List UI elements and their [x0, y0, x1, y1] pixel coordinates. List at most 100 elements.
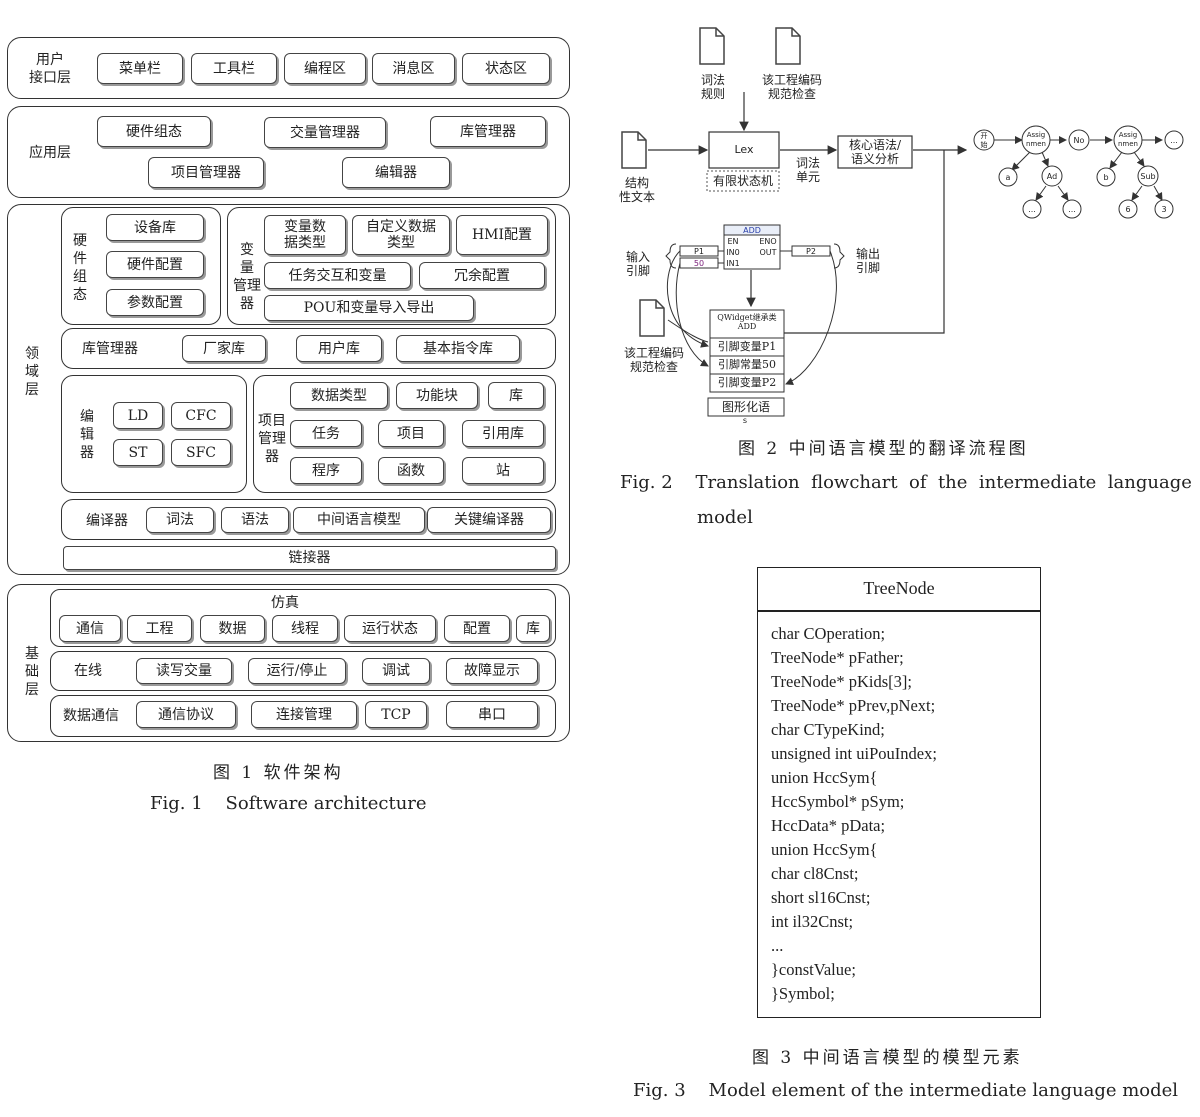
output-pin-label: 输出 引脚 [855, 247, 880, 275]
tree-node-no [1068, 129, 1090, 151]
editor-cfc: CFC [171, 402, 231, 429]
fig2-caption-en-line2: model [697, 507, 753, 528]
proj-ref-lib: 引用库 [462, 420, 544, 447]
field-line: char cl8Cnst; [771, 864, 859, 883]
ui-item-menubar: 菜单栏 [97, 53, 183, 84]
app-item-editor: 编辑器 [342, 157, 450, 188]
tree-assign-2-label: Assig nmen [1118, 131, 1138, 148]
compiler-syntax: 语法 [221, 507, 289, 533]
tree-add-label: Ad [1046, 172, 1058, 181]
online-rw-var: 读写交量 [136, 658, 232, 684]
compiler-key-compiler: 关键编译器 [427, 507, 551, 533]
proj-manager-label: 项目 管理 器 [258, 413, 286, 465]
field-line: }constValue; [771, 960, 856, 979]
lib-manager-label: 库管理器 [82, 341, 138, 357]
sim-thread: 线程 [272, 615, 338, 642]
treenode-title-divider [757, 610, 1041, 612]
proj-task: 任务 [290, 420, 362, 447]
compiler-intermediate-model: 中间语言模型 [293, 507, 425, 533]
field-line: }Symbol; [771, 984, 835, 1003]
hw-config-label: 硬 件 组 态 [73, 233, 87, 303]
tree-node-start [973, 129, 995, 151]
tree-node-add [1041, 165, 1063, 187]
ui-layer-label: 用户 接口层 [29, 52, 71, 86]
add-pin-in0: IN0 [726, 248, 740, 257]
fig1-caption-cn: 图 1 软件架构 [213, 763, 344, 783]
ui-item-toolbar: 工具栏 [191, 53, 277, 84]
qwidget-row-50: 引脚常量50 [718, 358, 776, 371]
tree-node-a [998, 167, 1018, 187]
graphic-lang-label: 图形化语 [721, 400, 770, 414]
tree-dots-2-label: ... [1068, 205, 1076, 214]
ui-item-programming: 编程区 [284, 53, 366, 84]
lib-vendor: 厂家库 [182, 335, 266, 362]
qwidget-row-p2: 引脚变量P2 [717, 376, 777, 389]
tree-node-b [1096, 167, 1116, 187]
treenode-class-box [757, 567, 1041, 1018]
fig2-connectors [621, 27, 1184, 417]
add-pin-eno: ENO [759, 237, 777, 246]
field-line: TreeNode* pPrev,pNext; [771, 696, 936, 715]
tree-b-label: b [1103, 173, 1109, 182]
lex-unit-label: 词法 单元 [795, 156, 820, 184]
add-block-title: ADD [743, 226, 761, 235]
field-line: char CTypeKind; [771, 720, 885, 739]
fig1-caption-en: Fig. 1 Software architecture [150, 793, 427, 814]
proj-function: 函数 [378, 457, 444, 484]
online-fault-display: 故障显示 [446, 658, 538, 684]
lib-user: 用户库 [296, 335, 382, 362]
tree-node-6 [1118, 199, 1138, 219]
proj-program: 程序 [290, 457, 362, 484]
doc-icon-code-check-top [775, 27, 801, 65]
field-line: HccData* pData; [771, 816, 886, 835]
proj-datatype: 数据类型 [290, 382, 388, 409]
field-line: char COperation; [771, 624, 886, 643]
proj-station: 站 [462, 457, 544, 484]
hw-hardware-config: 硬件配置 [106, 251, 204, 278]
editor-st: ST [113, 439, 163, 466]
tree-node-dots-2 [1062, 199, 1082, 219]
struct-text-label: 结构 性文本 [618, 176, 655, 204]
comm-tcp: TCP [365, 701, 427, 728]
var-pou-import-export: POU和变量导入导出 [264, 295, 474, 321]
code-check-bottom-label: 该工程编码 规范检查 [623, 346, 684, 374]
sim-library: 库 [516, 615, 550, 642]
add-var-p2: P2 [806, 247, 816, 256]
app-item-hw-config: 硬件组态 [97, 116, 211, 147]
fig3-caption-cn: 图 3 中间语言模型的模型元素 [752, 1048, 1023, 1068]
add-var-p1: P1 [694, 247, 704, 256]
tree-node-sub [1137, 165, 1159, 187]
tree-start-label: 开 始 [980, 132, 988, 149]
proj-function-block: 功能块 [396, 382, 478, 409]
lex-box-label: Lex [734, 143, 754, 156]
fig2-caption-cn: 图 2 中间语言模型的翻译流程图 [738, 439, 1029, 459]
editor-sfc: SFC [171, 439, 231, 466]
input-pin-label: 输入 引脚 [625, 250, 650, 278]
field-line: unsigned int uiPouIndex; [771, 744, 937, 763]
tree-node-3 [1154, 199, 1174, 219]
fig2-caption-en-line1: Fig. 2 Translation flowchart of the inte… [620, 472, 1192, 493]
fsm-label: 有限状态机 [712, 174, 773, 188]
domain-layer-label: 领 域 层 [25, 346, 39, 398]
var-manager-label: 变 量 管理 器 [233, 242, 261, 312]
app-item-lib-manager: 库管理器 [430, 116, 546, 147]
ui-item-message: 消息区 [372, 53, 455, 84]
tree-node-end [1164, 130, 1184, 150]
tree-node-assign-1 [1021, 125, 1051, 155]
comm-protocol: 通信协议 [136, 701, 236, 728]
proj-project: 项目 [378, 420, 444, 447]
field-line: TreeNode* pFather; [771, 648, 904, 667]
editor-label: 编 辑 器 [80, 409, 94, 461]
treenode-title: TreeNode [863, 578, 935, 598]
editor-group [61, 375, 247, 493]
compiler-label: 编译器 [86, 513, 128, 529]
editor-ld: LD [113, 402, 163, 429]
comm-label: 数据通信 [63, 708, 119, 724]
qwidget-title: QWidget继承类 ADD [717, 313, 777, 331]
linker: 链接器 [63, 546, 556, 570]
field-line: union HccSym{ [771, 768, 878, 787]
fig3-caption-en: Fig. 3 Model element of the intermediate… [633, 1080, 1179, 1101]
tree-end-label: ... [1170, 136, 1178, 145]
add-pin-in1: IN1 [726, 259, 740, 268]
tree-sub-label: Sub [1140, 172, 1156, 181]
